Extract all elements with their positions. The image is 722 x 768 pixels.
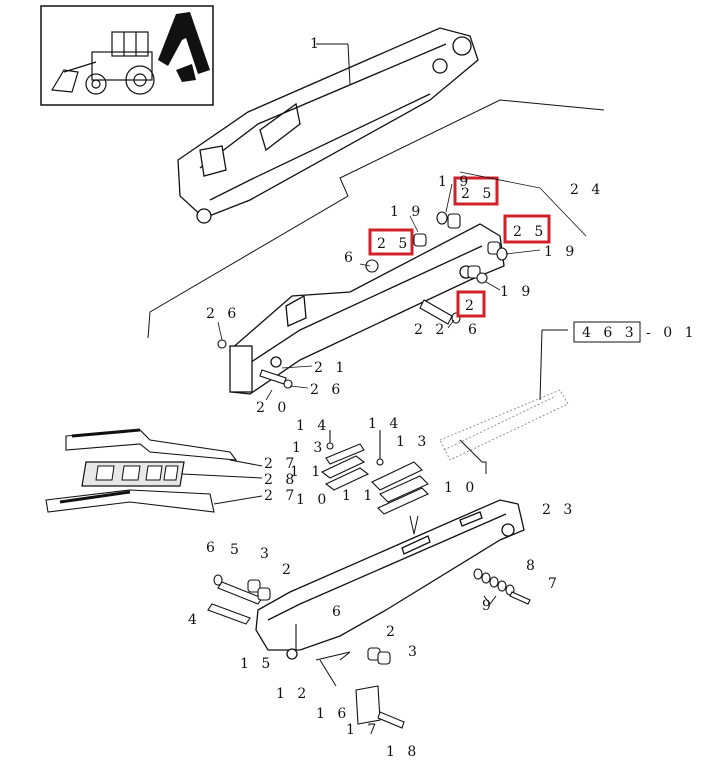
backhoe-thumbnail <box>40 5 214 106</box>
callout-6: 6 <box>206 540 219 556</box>
highlight-box-25-right <box>503 214 551 244</box>
callout-7: 7 <box>548 576 561 592</box>
highlight-boxes <box>368 176 551 318</box>
highlight-box-2 <box>456 290 486 318</box>
callout-labels: 1 1 9 2 5 2 4 1 9 2 5 2 5 1 9 6 1 9 2 2 … <box>188 36 698 760</box>
callout-18: 1 8 <box>386 744 420 760</box>
callout-19: 1 9 <box>500 284 534 300</box>
callout-12: 1 2 <box>276 686 310 702</box>
callout-1: 1 <box>310 36 323 52</box>
callout-2: 2 <box>386 624 399 640</box>
callout-19: 1 9 <box>390 204 424 220</box>
callout-14: 1 4 <box>296 418 330 434</box>
callout-16: 1 6 <box>316 706 350 722</box>
callout-27: 2 7 <box>264 488 298 504</box>
callout-11: 1 1 <box>290 464 324 480</box>
callout-13: 1 3 <box>292 440 326 456</box>
dipper-arm <box>229 223 505 395</box>
extending-dipper <box>255 499 525 660</box>
callout-19: 1 9 <box>544 244 578 260</box>
callout-22: 2 2 <box>414 322 448 338</box>
wear-pad-parts <box>320 430 429 515</box>
callout-10: 1 0 <box>444 480 478 496</box>
reference-code: 4 6 3 - 0 1 <box>582 325 698 341</box>
callout-25-highlighted: 2 5 <box>513 224 547 240</box>
callout-2-highlighted: 2 <box>465 298 478 314</box>
callout-25-highlighted: 2 5 <box>377 236 411 252</box>
callout-2: 2 <box>282 562 295 578</box>
callout-8: 8 <box>526 558 539 574</box>
callout-24: 2 4 <box>570 182 604 198</box>
callout-6: 6 <box>468 322 481 338</box>
callout-3: 3 <box>260 546 273 562</box>
callout-9: 9 <box>482 598 495 614</box>
highlight-box-25-left <box>368 228 414 256</box>
boom-arm <box>177 27 479 224</box>
callout-15: 1 5 <box>240 656 274 672</box>
callout-4: 4 <box>188 612 201 628</box>
callout-13: 1 3 <box>396 434 430 450</box>
pins-and-bushings <box>207 568 531 729</box>
callout-10: 1 0 <box>296 492 330 508</box>
callout-3: 3 <box>408 644 421 660</box>
callout-19: 1 9 <box>438 174 472 190</box>
highlight-box-25-top <box>453 176 499 206</box>
callout-5: 5 <box>230 542 243 558</box>
callout-26: 2 6 <box>206 306 240 322</box>
callout-21: 2 1 <box>314 360 348 376</box>
callout-6: 6 <box>332 604 345 620</box>
callout-17: 1 7 <box>346 722 380 738</box>
callout-23: 2 3 <box>542 502 576 518</box>
callout-27: 2 7 <box>264 456 298 472</box>
inset-boom-sketch <box>439 389 569 461</box>
callout-26: 2 6 <box>310 382 344 398</box>
callout-25-highlighted: 2 5 <box>461 186 495 202</box>
callout-6: 6 <box>344 250 357 266</box>
callout-14: 1 4 <box>368 416 402 432</box>
callout-11: 1 1 <box>342 488 376 504</box>
case-decal-set <box>45 428 238 513</box>
callout-28: 2 8 <box>264 472 298 488</box>
callout-20: 2 0 <box>256 400 290 416</box>
